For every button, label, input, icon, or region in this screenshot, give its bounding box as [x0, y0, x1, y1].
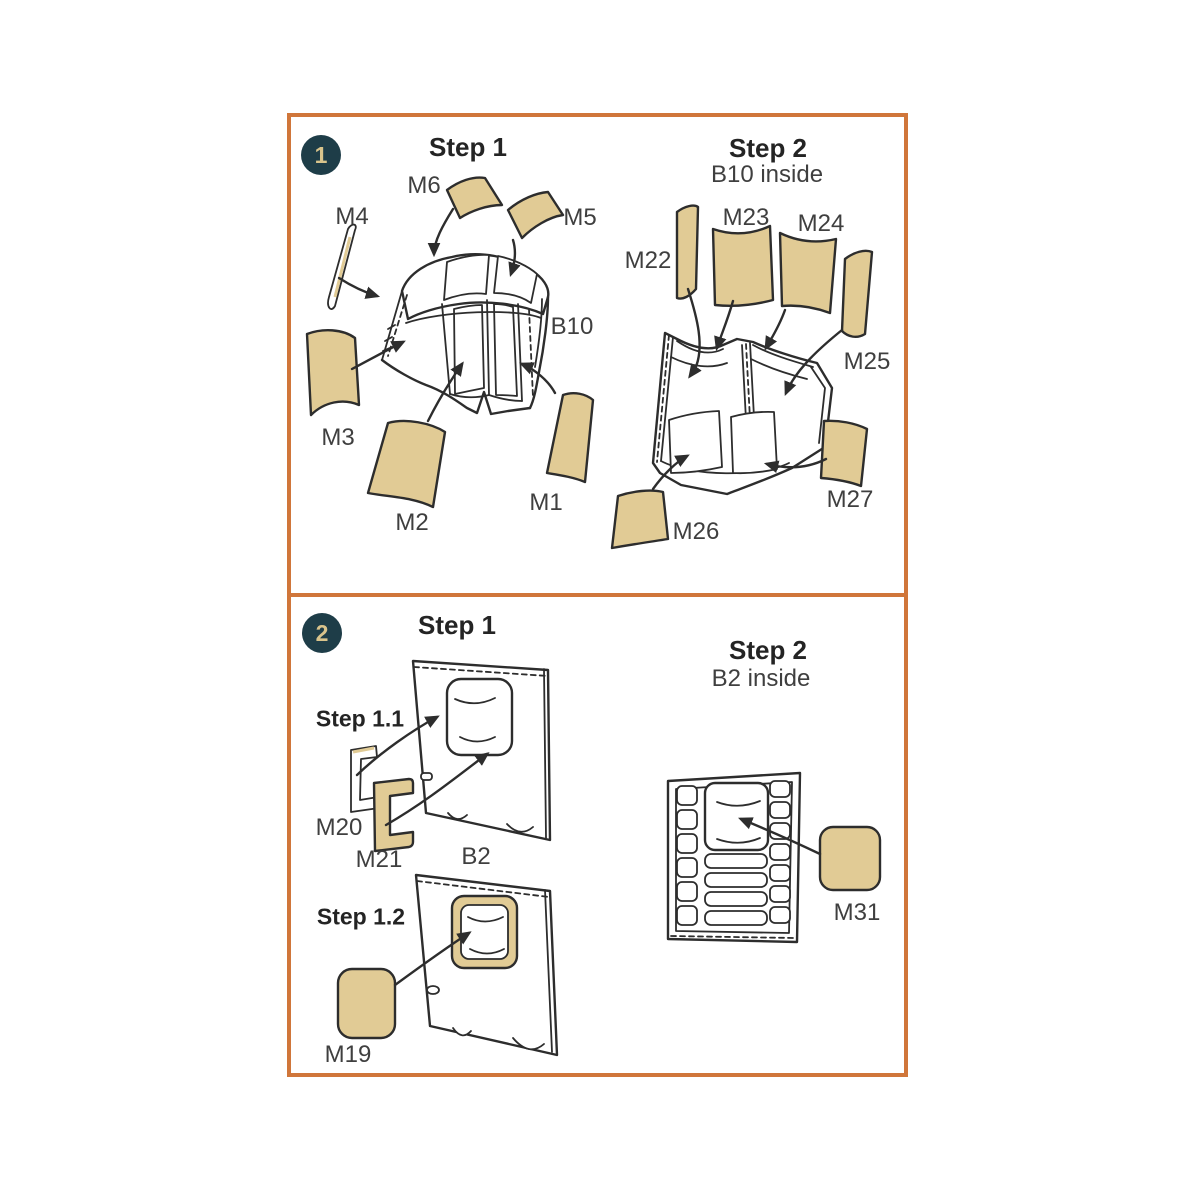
- panel-2-step-2-subtitle: B2 inside: [711, 665, 811, 692]
- mask-m20-shape: [350, 745, 380, 813]
- mask-m25-shape: [840, 249, 874, 339]
- mask-m3-shape: [305, 329, 361, 417]
- mask-m22-shape: [675, 204, 700, 300]
- arrow-m21: [384, 752, 490, 827]
- arrow-m20: [355, 715, 440, 777]
- mask-m31-shape: [818, 825, 882, 892]
- masking-instruction-sheet: 1 Step 1 Step 2 B10 inside M6 M4 M5 B10 …: [287, 113, 908, 1077]
- mask-label-m23: M23: [722, 204, 770, 231]
- mask-m4-shape: [327, 223, 357, 310]
- mask-label-m24: M24: [797, 210, 845, 237]
- door-b2-drawing: [411, 659, 552, 842]
- arrow-m27: [763, 457, 828, 474]
- mask-m5-shape: [506, 190, 565, 240]
- arrow-m2: [426, 361, 464, 423]
- panel-1-badge: 1: [301, 135, 341, 175]
- panel-2-badge: 2: [302, 613, 342, 653]
- arrow-m19: [393, 931, 472, 987]
- mask-m26-shape: [610, 489, 670, 550]
- arrow-m22: [686, 287, 702, 379]
- part-label-b2: B2: [461, 843, 491, 870]
- arrow-m3: [350, 340, 406, 371]
- mask-label-m31: M31: [833, 899, 881, 926]
- panel-1-artwork: [305, 176, 874, 550]
- panel-2-step-1-2-title: Step 1.2: [316, 903, 406, 930]
- mask-label-m2: M2: [395, 509, 429, 536]
- arrow-m25: [784, 328, 844, 396]
- mask-m2-shape: [366, 419, 447, 509]
- mask-label-m4: M4: [335, 203, 369, 230]
- panel-1-badge-number: 1: [314, 141, 328, 168]
- arrow-m4: [337, 276, 381, 299]
- mask-label-m6: M6: [407, 172, 441, 199]
- mask-label-m1: M1: [529, 489, 563, 516]
- arrow-m24: [764, 308, 787, 351]
- panel-1-step-1-title: Step 1: [428, 132, 508, 162]
- mask-m23-shape: [711, 224, 775, 308]
- panel-2-step-2-title: Step 2: [728, 635, 808, 665]
- arrow-m26: [651, 454, 690, 491]
- panel-1-step-2-title: Step 2: [728, 133, 808, 163]
- part-label-b10: B10: [550, 313, 594, 340]
- panel-2-artwork: [336, 659, 882, 1057]
- mask-m6-shape: [445, 176, 504, 220]
- mask-label-m25: M25: [843, 348, 891, 375]
- panel-1-step-2-subtitle: B10 inside: [710, 161, 824, 188]
- mask-label-m20: M20: [315, 814, 363, 841]
- mask-label-m19: M19: [324, 1041, 372, 1068]
- panel-1: 1 Step 1 Step 2 B10 inside M6 M4 M5 B10 …: [291, 117, 904, 597]
- arrow-m23: [714, 299, 735, 352]
- mask-m19-shape: [336, 967, 397, 1040]
- panel-2-step-1-title: Step 1: [417, 610, 497, 640]
- arrow-m6: [427, 207, 455, 258]
- mask-label-m5: M5: [563, 204, 597, 231]
- mask-label-m27: M27: [826, 486, 874, 513]
- door-b2-masked-drawing: [414, 873, 559, 1057]
- cupola-b10-drawing: [380, 253, 550, 416]
- arrow-m1: [519, 362, 557, 395]
- panel-2-badge-number: 2: [315, 619, 329, 646]
- panel-2: 2 Step 1 Step 2 B2 inside Step 1.1 Step …: [291, 597, 904, 1073]
- arrow-m31: [738, 817, 822, 856]
- arrow-m5: [508, 238, 521, 278]
- mask-label-m26: M26: [672, 518, 720, 545]
- mask-m21-shape: [372, 777, 415, 853]
- mask-label-m3: M3: [321, 424, 355, 451]
- mask-label-m21: M21: [355, 846, 403, 873]
- mask-m27-shape: [819, 419, 869, 488]
- panel-2-step-1-1-title: Step 1.1: [315, 705, 405, 732]
- cupola-b10-inside-drawing: [651, 331, 834, 496]
- door-b2-inside-drawing: [666, 771, 802, 944]
- mask-m24-shape: [778, 231, 838, 315]
- mask-label-m22: M22: [624, 247, 672, 274]
- mask-m1-shape: [545, 392, 595, 484]
